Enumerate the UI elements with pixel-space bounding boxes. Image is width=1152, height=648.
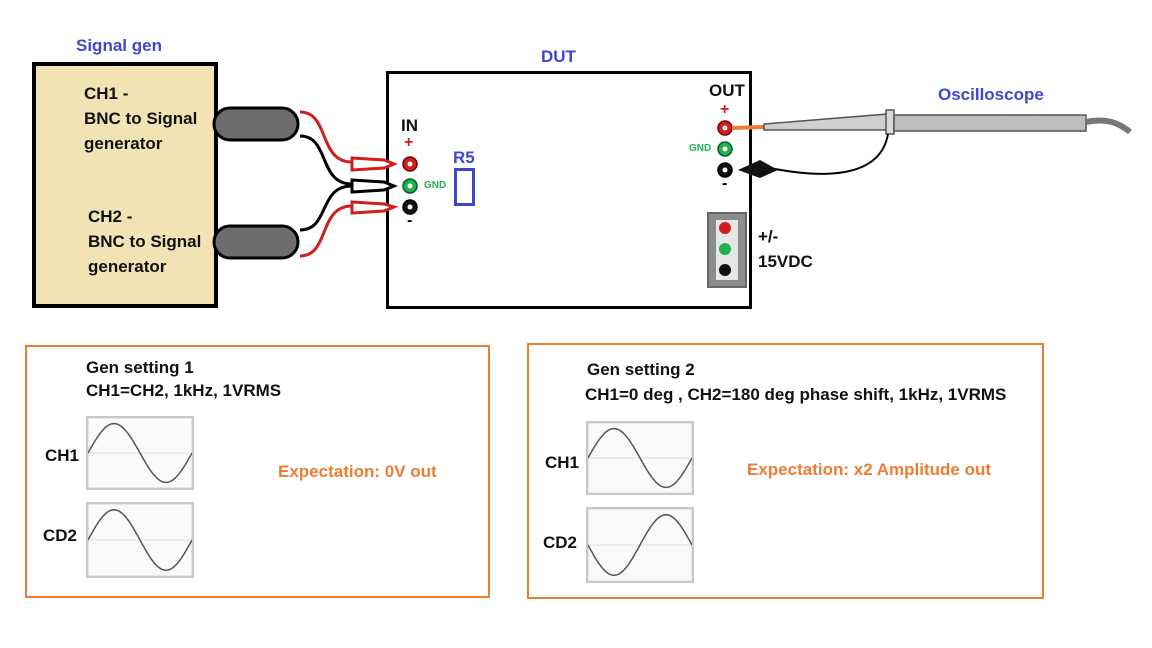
ch1-bnc-cable	[212, 106, 300, 142]
oscilloscope-title: Oscilloscope	[938, 85, 1044, 104]
power-plus-terminal	[719, 222, 731, 234]
in-plus-clip	[350, 156, 399, 172]
out-plus-sign: +	[720, 101, 730, 118]
in-minus-sign: -	[407, 212, 413, 229]
ch2-label-line1: CH2 -	[88, 207, 133, 226]
gen-setting-1-params: CH1=CH2, 1kHz, 1VRMS	[86, 381, 282, 400]
signal-generator-box	[32, 62, 218, 308]
in-gnd-clip	[350, 178, 399, 194]
in-minus-terminal	[402, 199, 418, 215]
dut-in-label: IN	[401, 116, 418, 135]
out-minus-sign: -	[722, 175, 728, 192]
setting-1-ch1-label: CH1	[45, 446, 80, 465]
ch2-red-lead	[299, 204, 353, 258]
dut-title: DUT	[541, 47, 576, 66]
gen-setting-1-title: Gen setting 1	[86, 358, 194, 377]
ch1-label-line2: BNC to Signal	[84, 109, 198, 128]
in-gnd-terminal	[402, 178, 418, 194]
ch2-label-line2: BNC to Signal	[88, 232, 202, 251]
out-gnd-terminal	[717, 141, 733, 157]
in-minus-clip	[350, 200, 399, 215]
setting-2-cd2-label: CD2	[543, 533, 578, 552]
oscilloscope-probe	[731, 109, 1132, 178]
gen-setting-2-title: Gen setting 2	[587, 360, 695, 379]
gen-setting-2-params: CH1=0 deg , CH2=180 deg phase shift, 1kH…	[585, 385, 1007, 404]
in-plus-terminal	[402, 156, 418, 172]
supply-label-line1: +/-	[758, 227, 779, 246]
dut-out-label: OUT	[709, 81, 745, 100]
r5-label: R5	[453, 148, 475, 167]
setting-2-expectation: Expectation: x2 Amplitude out	[747, 460, 992, 479]
out-gnd-label: GND	[689, 143, 712, 154]
setting-1-ch1-waveform	[86, 416, 194, 490]
setting-2-ch1-waveform	[586, 421, 694, 495]
in-gnd-label: GND	[424, 180, 447, 191]
ch1-label-line3: generator	[84, 134, 163, 153]
power-gnd-terminal	[719, 243, 731, 255]
setting-1-expectation: Expectation: 0V out	[278, 462, 437, 481]
ch1-label-line1: CH1 -	[84, 84, 129, 103]
ch2-label-line3: generator	[88, 257, 167, 276]
ch2-bnc-cable	[212, 224, 300, 260]
setting-2-ch1-label: CH1	[545, 453, 580, 472]
setting-1-cd2-label: CD2	[43, 526, 78, 545]
r5-resistor	[454, 168, 475, 206]
setting-1-cd2-waveform	[86, 502, 194, 578]
supply-label-line2: 15VDC	[758, 252, 813, 271]
out-minus-terminal	[717, 162, 733, 178]
ch2-black-lead	[299, 184, 353, 232]
power-minus-terminal	[719, 264, 731, 276]
setting-2-cd2-waveform	[586, 507, 694, 583]
ch1-black-lead	[299, 134, 353, 186]
out-plus-terminal	[717, 120, 733, 136]
signal-gen-title: Signal gen	[76, 36, 162, 55]
ch1-red-lead	[299, 110, 353, 164]
in-plus-sign: +	[404, 134, 414, 151]
